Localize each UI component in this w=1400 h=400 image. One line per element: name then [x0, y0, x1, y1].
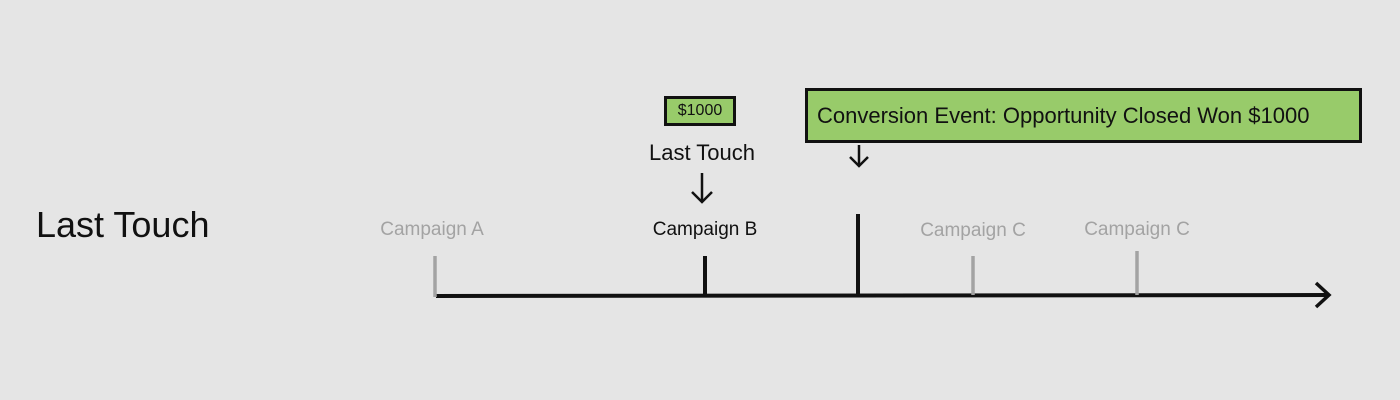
credit-amount-badge: $1000	[664, 96, 736, 126]
last-touch-arrow-head	[691, 191, 713, 204]
conversion-arrow-head	[849, 156, 869, 168]
timeline-arrowhead	[1314, 281, 1332, 309]
conversion-event-box: Conversion Event: Opportunity Closed Won…	[805, 88, 1362, 143]
touchpoint-label-campaign-a: Campaign A	[380, 219, 484, 240]
touchpoint-label-campaign-c-1: Campaign C	[920, 220, 1026, 241]
timeline-axis	[435, 293, 1329, 298]
last-touch-label: Last Touch	[648, 140, 756, 165]
touchpoint-label-campaign-b: Campaign B	[652, 219, 758, 240]
model-title: Last Touch	[36, 204, 210, 245]
touchpoint-label-campaign-c-2: Campaign C	[1084, 219, 1190, 240]
